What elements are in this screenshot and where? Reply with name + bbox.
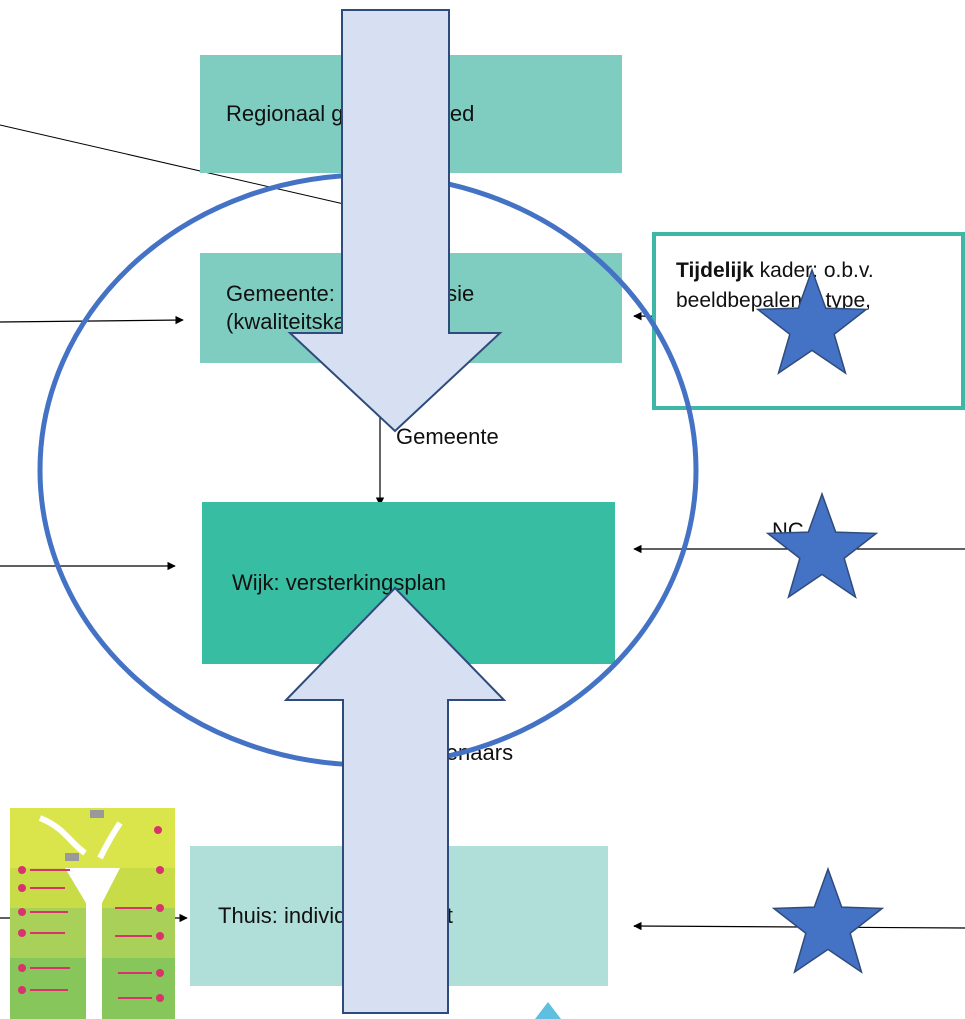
- gemeente-label: Gemeente: [396, 424, 499, 449]
- star-icon: [755, 267, 869, 375]
- partial-triangle-shape: [535, 1002, 561, 1019]
- star-icon: [771, 866, 885, 974]
- neighbourhood-label: Wijk: versterkingsplan: [232, 570, 446, 595]
- block-arrow-down-icon: [287, 9, 503, 433]
- block-arrow-up-icon: [283, 586, 507, 1014]
- callout-line1: Tijdelijk kader: o.b.v.: [676, 256, 953, 286]
- arrow-left-to-municipal: [0, 315, 184, 325]
- poster-thumbnail-drawing: [10, 808, 175, 1019]
- diagonal-line: [0, 124, 371, 211]
- star-icon: [765, 491, 879, 599]
- callout-line1-rest: kader: o.b.v.: [753, 259, 874, 282]
- callout-bold: Tijdelijk: [676, 259, 754, 282]
- poster-thumbnail: [10, 808, 175, 1019]
